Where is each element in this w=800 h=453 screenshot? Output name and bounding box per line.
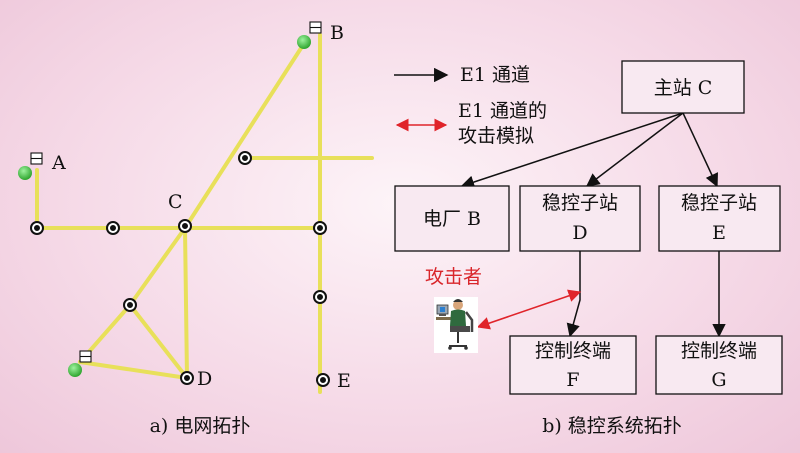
bus-e (316, 373, 330, 387)
line-a-feeder (35, 168, 187, 230)
terminal-box-d (79, 350, 92, 363)
generator-b (297, 35, 311, 49)
node-label-c: C (168, 191, 183, 213)
control-topology: 主站 C 电厂 B 稳控子站 D 稳控子站 E 控制终端 F 控制终端 G 攻击… (394, 60, 783, 437)
terminal-box-a (30, 152, 43, 165)
line-gen-d (78, 360, 189, 380)
terminal-g-box: 控制终端 G (655, 335, 783, 395)
buses (30, 151, 330, 387)
terminal-f-box: 控制终端 F (509, 335, 637, 395)
bus-east2 (313, 290, 327, 304)
plant-b-label: 电厂 B (423, 208, 481, 230)
substation-d-label-1: 稳控子站 (542, 192, 618, 214)
line-c-b (183, 40, 307, 230)
master-station-label: 主站 C (654, 77, 713, 99)
control-caption: b) 稳控系统拓扑 (542, 415, 682, 437)
bus-a2 (106, 221, 120, 235)
substation-e-label-1: 稳控子站 (681, 192, 757, 214)
grid-topology: A B C D E a) 电网拓扑 (18, 21, 374, 437)
substation-d-label-2: D (572, 222, 587, 244)
terminal-box-b (309, 21, 322, 34)
attack-arrow (476, 289, 582, 330)
legend-attack-label-1: E1 通道的 (458, 100, 547, 122)
terminal-boxes (30, 21, 322, 363)
attacker-icon (434, 297, 478, 353)
attacker-label: 攻击者 (425, 266, 482, 288)
bus-sw (123, 298, 137, 312)
substation-d-box: 稳控子站 D (519, 185, 641, 252)
generators (18, 35, 311, 377)
node-label-e: E (337, 370, 351, 392)
legend: E1 通道 E1 通道的 攻击模拟 (394, 64, 547, 147)
generator-d (68, 363, 82, 377)
bus-a (30, 221, 44, 235)
generator-a (18, 166, 32, 180)
line-c-sw (128, 226, 187, 307)
node-label-b: B (330, 22, 344, 44)
bus-d (180, 371, 194, 385)
terminal-f-label-1: 控制终端 (535, 340, 611, 362)
terminal-g-label-2: G (711, 369, 726, 391)
terminal-f-label-2: F (566, 369, 579, 391)
legend-attack-label-2: 攻击模拟 (458, 125, 534, 147)
line-c-d (183, 226, 189, 380)
bus-c (178, 219, 192, 233)
master-station-box: 主站 C (621, 60, 745, 114)
substation-e-label-2: E (712, 222, 726, 244)
node-label-a: A (51, 152, 66, 174)
node-label-d: D (197, 368, 212, 390)
arrow-master-sub-e (682, 112, 718, 188)
substation-e-box: 稳控子站 E (658, 185, 781, 252)
grid-caption: a) 电网拓扑 (150, 415, 251, 437)
bus-mid (238, 151, 252, 165)
terminal-g-label-1: 控制终端 (681, 340, 757, 362)
arrow-master-sub-d (585, 112, 684, 187)
bus-east (313, 221, 327, 235)
legend-channel-label: E1 通道 (460, 64, 530, 86)
power-lines (35, 33, 374, 394)
plant-b-box: 电厂 B (394, 185, 510, 252)
arrow-master-plant (460, 112, 684, 189)
line-sw-d (128, 303, 189, 380)
